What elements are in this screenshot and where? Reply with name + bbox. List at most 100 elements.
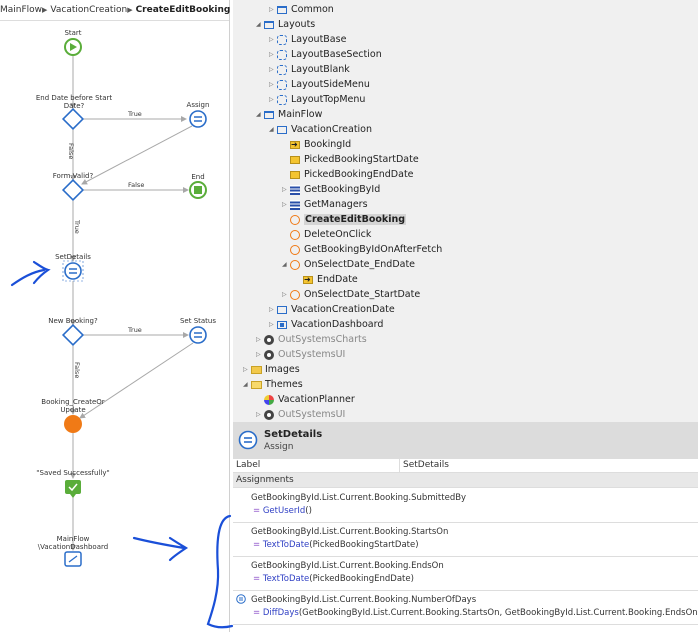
collapsed-triangle-icon[interactable]: ▷ (256, 336, 261, 343)
tree-item[interactable]: ▷VacationDashboard (269, 317, 383, 332)
tree-item[interactable]: ◢Layouts (256, 17, 315, 32)
edge-label-false: False (128, 181, 145, 189)
assignment-variable[interactable]: GetBookingById.List.Current.Booking.Ends… (251, 561, 444, 571)
collapsed-triangle-icon[interactable]: ▷ (269, 66, 274, 73)
collapsed-triangle-icon[interactable]: ▷ (256, 351, 261, 358)
tree-item[interactable]: VacationPlanner (256, 392, 355, 407)
folder-icon (251, 365, 262, 375)
tree-item[interactable]: ▷OutSystemsUI (256, 347, 345, 362)
block-icon (277, 94, 288, 105)
elements-tree[interactable]: ▷ Common ◢Layouts▷LayoutBase▷LayoutBaseSec… (233, 0, 698, 422)
input-param-icon: ➜ (303, 275, 314, 285)
assignment-row[interactable]: GetBookingById.List.Current.Booking.Subm… (233, 488, 698, 523)
collapsed-triangle-icon[interactable]: ▷ (269, 36, 274, 43)
annotation-bracket (206, 514, 234, 629)
expanded-triangle-icon[interactable]: ◢ (269, 126, 274, 133)
tree-item[interactable]: ▷OnSelectDate_StartDate (282, 287, 420, 302)
equals-sign: = (253, 608, 261, 618)
breadcrumb-separator-icon: ▶ (127, 6, 133, 14)
module-ref-icon (264, 409, 275, 420)
local-var-icon (290, 155, 301, 165)
edge-assign-to-formvalid (81, 125, 193, 185)
tree-item[interactable]: ▷Images (243, 362, 300, 377)
block-icon (277, 34, 288, 45)
label-value-field[interactable]: SetDetails (403, 460, 449, 470)
assignment-value[interactable]: = TextToDate(PickedBookingEndDate) (253, 574, 414, 584)
assignment-variable[interactable]: GetBookingById.List.Current.Booking.Star… (251, 527, 449, 537)
collapsed-triangle-icon[interactable]: ▷ (282, 186, 287, 193)
expanded-triangle-icon[interactable]: ◢ (256, 111, 261, 118)
if-node-icon (61, 107, 85, 131)
assignment-value[interactable]: = GetUserId() (253, 506, 312, 516)
assignment-value[interactable]: = TextToDate(PickedBookingStartDate) (253, 540, 419, 550)
if-node-icon (61, 178, 85, 202)
folder-open-icon (251, 380, 262, 390)
assignment-row[interactable]: GetBookingById.List.Current.Booking.Star… (233, 522, 698, 557)
screen-flow-icon (264, 20, 275, 30)
collapsed-triangle-icon[interactable]: ▷ (269, 306, 274, 313)
assignment-variable[interactable]: GetBookingById.List.Current.Booking.Subm… (251, 493, 467, 503)
tree-item-label: DeleteOnClick (304, 229, 372, 240)
tree-item[interactable]: ➜BookingId (282, 137, 351, 152)
tree-item[interactable]: ▷LayoutTopMenu (269, 92, 365, 107)
tree-item-label: EndDate (317, 274, 358, 285)
tree-item[interactable]: ▷LayoutBase (269, 32, 346, 47)
expanded-triangle-icon[interactable]: ◢ (243, 381, 248, 388)
properties-header: SetDetails Assign (233, 422, 698, 459)
collapsed-triangle-icon[interactable]: ▷ (256, 411, 261, 418)
tree-item[interactable]: DeleteOnClick (282, 227, 371, 242)
function-name: TextToDate (262, 574, 310, 584)
tree-item[interactable]: PickedBookingStartDate (282, 152, 419, 167)
collapsed-triangle-icon[interactable]: ▷ (282, 201, 287, 208)
node-label-booking-create: Booking_CreateOr Update (41, 398, 105, 414)
assign-node-icon (189, 110, 207, 128)
tree-item[interactable]: ◢OnSelectDate_EndDate (282, 257, 415, 272)
flow-canvas[interactable]: MainFlow▶VacationCreation▶CreateEditBook… (0, 0, 230, 632)
expanded-triangle-icon[interactable]: ◢ (282, 261, 287, 268)
breadcrumb-vacationcreation[interactable]: VacationCreation (50, 5, 128, 15)
tree-item[interactable]: ◢MainFlow (256, 107, 322, 122)
tree-item[interactable]: ▷ GetBookingById (282, 182, 380, 197)
tree-item[interactable]: ▷LayoutBlank (269, 62, 350, 77)
tree-item[interactable]: ▷ Common (269, 2, 334, 17)
destination-node-icon (64, 551, 82, 567)
label-key: Label (236, 460, 261, 470)
breadcrumb-mainflow[interactable]: MainFlow (0, 5, 43, 15)
node-label-dashboard: MainFlow \VacationDashboard (37, 535, 109, 551)
tree-item-label: GetBookingById (304, 184, 381, 195)
collapsed-triangle-icon[interactable]: ▷ (269, 6, 274, 13)
tree-item[interactable]: ▷LayoutBaseSection (269, 47, 382, 62)
tree-item[interactable]: ▷LayoutSideMenu (269, 77, 370, 92)
tree-item[interactable]: CreateEditBooking (282, 212, 407, 227)
tree-item-label: GetBookingByIdOnAfterFetch (304, 244, 443, 255)
function-name: DiffDays (262, 608, 299, 618)
tree-item[interactable]: ◢VacationCreation (269, 122, 372, 137)
equals-sign: = (253, 574, 261, 584)
tree-item[interactable]: PickedBookingEndDate (282, 167, 414, 182)
collapsed-triangle-icon[interactable]: ▷ (269, 81, 274, 88)
tree-item[interactable]: ▷GetManagers (282, 197, 368, 212)
tree-item[interactable]: ▷OutSystemsCharts (256, 332, 367, 347)
tree-item[interactable]: ▷VacationCreationDate (269, 302, 395, 317)
tree-item[interactable]: ➜EndDate (295, 272, 358, 287)
collapsed-triangle-icon[interactable]: ▷ (269, 51, 274, 58)
assignment-variable[interactable]: GetBookingById.List.Current.Booking.Numb… (251, 595, 477, 605)
edge-setstatus-to-create (79, 342, 194, 419)
tree-item-label: Common (291, 4, 334, 15)
assign-node-icon (189, 326, 207, 344)
tree-item[interactable]: ▷ OutSystemsUI (256, 407, 345, 422)
tree-item[interactable]: GetBookingByIdOnAfterFetch (282, 242, 442, 257)
collapsed-triangle-icon[interactable]: ▷ (269, 96, 274, 103)
properties-panel: SetDetails Assign Label SetDetails Assig… (233, 422, 698, 632)
collapsed-triangle-icon[interactable]: ▷ (282, 291, 287, 298)
assignment-row[interactable]: GetBookingById.List.Current.Booking.Ends… (233, 556, 698, 591)
collapsed-triangle-icon[interactable]: ▷ (269, 321, 274, 328)
collapsed-triangle-icon[interactable]: ▷ (243, 366, 248, 373)
expanded-triangle-icon[interactable]: ◢ (256, 21, 261, 28)
edge-label-false: False (73, 362, 81, 379)
assignment-row[interactable]: GetBookingById.List.Current.Booking.Numb… (233, 590, 698, 625)
assignment-value[interactable]: = DiffDays(GetBookingById.List.Current.B… (253, 608, 698, 618)
tree-item-label: OutSystemsUI (278, 409, 346, 420)
function-args: (PickedBookingStartDate) (309, 540, 419, 550)
tree-item[interactable]: ◢Themes (243, 377, 303, 392)
